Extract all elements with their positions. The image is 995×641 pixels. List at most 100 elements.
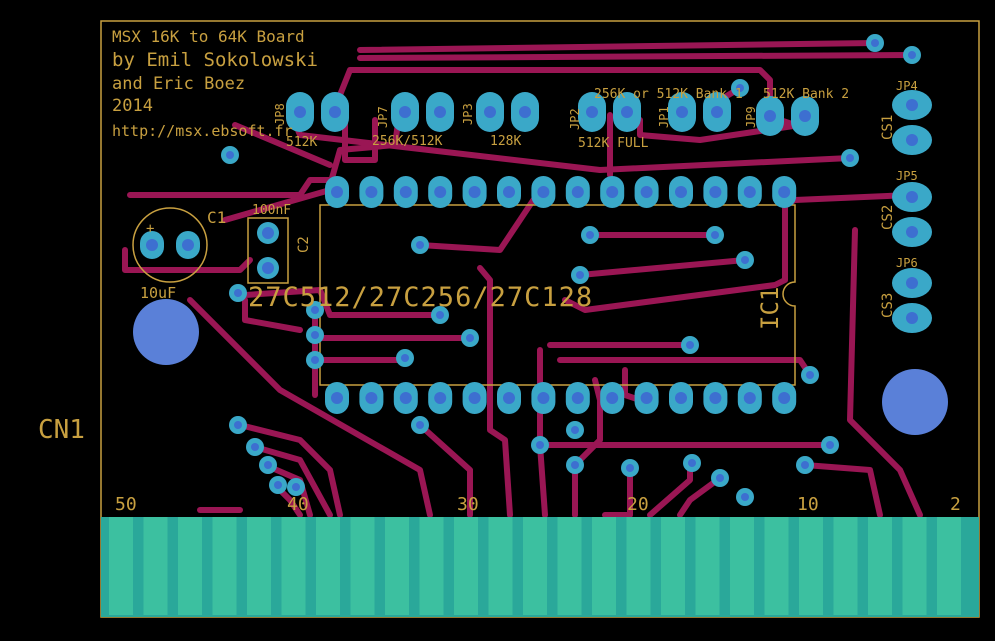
via-15-drill xyxy=(311,306,319,314)
trace-35 xyxy=(602,467,633,518)
via-10-drill xyxy=(576,271,584,279)
edge-finger-11 xyxy=(454,517,478,615)
via-17-drill xyxy=(311,356,319,364)
via-21-drill xyxy=(251,443,259,451)
ic1-pin-bottom-9-drill xyxy=(606,392,619,404)
ic1-pin-top-12-drill xyxy=(709,186,722,198)
title-line-5: http://msx.ebsoft.fr xyxy=(112,122,293,140)
via-25 xyxy=(566,421,584,439)
ic1-outline xyxy=(319,204,796,386)
via-3 xyxy=(731,79,749,97)
via-32-drill xyxy=(801,461,809,469)
mount-hole-left xyxy=(133,299,199,365)
jumper-pad-12 xyxy=(791,96,819,136)
cs3-label: CS3 xyxy=(880,293,896,318)
c2-pad-1 xyxy=(257,222,279,244)
c2-value: 100nF xyxy=(252,203,291,218)
ic1-pin-bottom-12 xyxy=(703,382,728,414)
jp9-ref: JP9 xyxy=(744,106,758,128)
edge-finger-25 xyxy=(937,517,961,615)
via-19 xyxy=(801,366,819,384)
ic1-pin-top-6 xyxy=(497,176,521,208)
trace-1 xyxy=(357,52,915,61)
jumper-pad-8 xyxy=(613,92,641,132)
trace-18 xyxy=(477,265,513,518)
ic1-pin-bottom-4 xyxy=(428,382,453,414)
via-30-drill xyxy=(688,459,696,467)
ic1-pin-top-2 xyxy=(359,176,384,208)
trace-10 xyxy=(637,117,803,143)
ic1-pin-bottom-8 xyxy=(565,382,590,414)
via-33-drill xyxy=(741,493,749,501)
edge-finger-16 xyxy=(626,517,651,615)
via-17 xyxy=(306,351,324,369)
ic1-pin-bottom-13-drill xyxy=(743,392,756,404)
via-14 xyxy=(396,349,414,367)
ic1-pin-top-12 xyxy=(703,176,728,208)
jumper-pad-1 xyxy=(286,92,314,132)
jp2-label: 512K FULL xyxy=(578,136,649,151)
via-18-drill xyxy=(686,341,694,349)
trace-0 xyxy=(357,40,878,53)
via-21 xyxy=(246,438,264,456)
pin-number-2: 2 xyxy=(950,494,961,515)
jumper-pad-2 xyxy=(321,92,349,132)
cs-jumper-pad-4 xyxy=(892,217,932,247)
jumper-pad-5-drill xyxy=(484,106,496,118)
ic1-pin-bottom-14 xyxy=(772,382,797,414)
ic1-pin-bottom-7 xyxy=(531,382,556,414)
edge-finger-3 xyxy=(178,517,202,615)
cs-jumper-pad-1-drill xyxy=(906,99,918,111)
ic1-pin-bottom-2 xyxy=(359,382,384,414)
via-6 xyxy=(411,236,429,254)
ic1-pin-bottom-11 xyxy=(669,382,693,414)
jp7-label: 256K/512K xyxy=(372,134,443,149)
c1-pad-plus-drill xyxy=(146,239,158,251)
ic1-pin-bottom-5 xyxy=(462,382,487,414)
via-5 xyxy=(841,149,859,167)
edge-finger-13 xyxy=(523,517,547,615)
jp3-ref: JP3 xyxy=(461,103,475,125)
via-29 xyxy=(621,459,639,477)
c1-pad-plus xyxy=(140,231,164,259)
trace-19 xyxy=(242,287,443,318)
jumper-pad-7 xyxy=(578,92,606,132)
c2-outline xyxy=(247,217,289,284)
ic1-pin-top-9 xyxy=(600,176,625,208)
jumper-pad-10-drill xyxy=(711,106,723,118)
edge-finger-14 xyxy=(557,517,582,615)
jp3-label: 128K xyxy=(490,134,521,149)
edge-finger-21 xyxy=(799,517,823,615)
trace-5 xyxy=(127,177,333,198)
via-27 xyxy=(821,436,839,454)
edge-finger-22 xyxy=(833,517,858,615)
cs-jumper-pad-3-drill xyxy=(906,191,918,203)
jumper-pad-1-drill xyxy=(294,106,306,118)
via-22 xyxy=(259,456,277,474)
jumper-pad-3-drill xyxy=(399,106,411,118)
jumper-pad-6 xyxy=(511,92,539,132)
edge-finger-7 xyxy=(316,517,340,615)
via-23-drill xyxy=(274,481,282,489)
trace-14 xyxy=(577,257,748,278)
ic1-pin-top-8-drill xyxy=(571,186,584,198)
edge-finger-20 xyxy=(764,517,789,615)
jumper-pad-2-drill xyxy=(329,106,341,118)
ic1-pin-top-9-drill xyxy=(606,186,619,198)
cs-jumper-pad-4-drill xyxy=(906,226,918,238)
via-23 xyxy=(269,476,287,494)
title-line-1: MSX 16K to 64K Board xyxy=(112,27,305,46)
ic1-pin-top-10-drill xyxy=(640,186,653,198)
ic1-pin-top-11 xyxy=(669,176,693,208)
ic1-pin-bottom-5-drill xyxy=(468,392,481,404)
c1-outline xyxy=(132,207,208,283)
cs2-label: CS2 xyxy=(880,205,896,230)
cs-jumper-pad-5 xyxy=(892,268,932,298)
via-16-drill xyxy=(311,331,319,339)
via-30 xyxy=(683,454,701,472)
ic1-pin-top-4-drill xyxy=(434,186,447,198)
edge-finger-2 xyxy=(143,517,168,615)
via-4 xyxy=(221,146,239,164)
via-24 xyxy=(411,416,429,434)
